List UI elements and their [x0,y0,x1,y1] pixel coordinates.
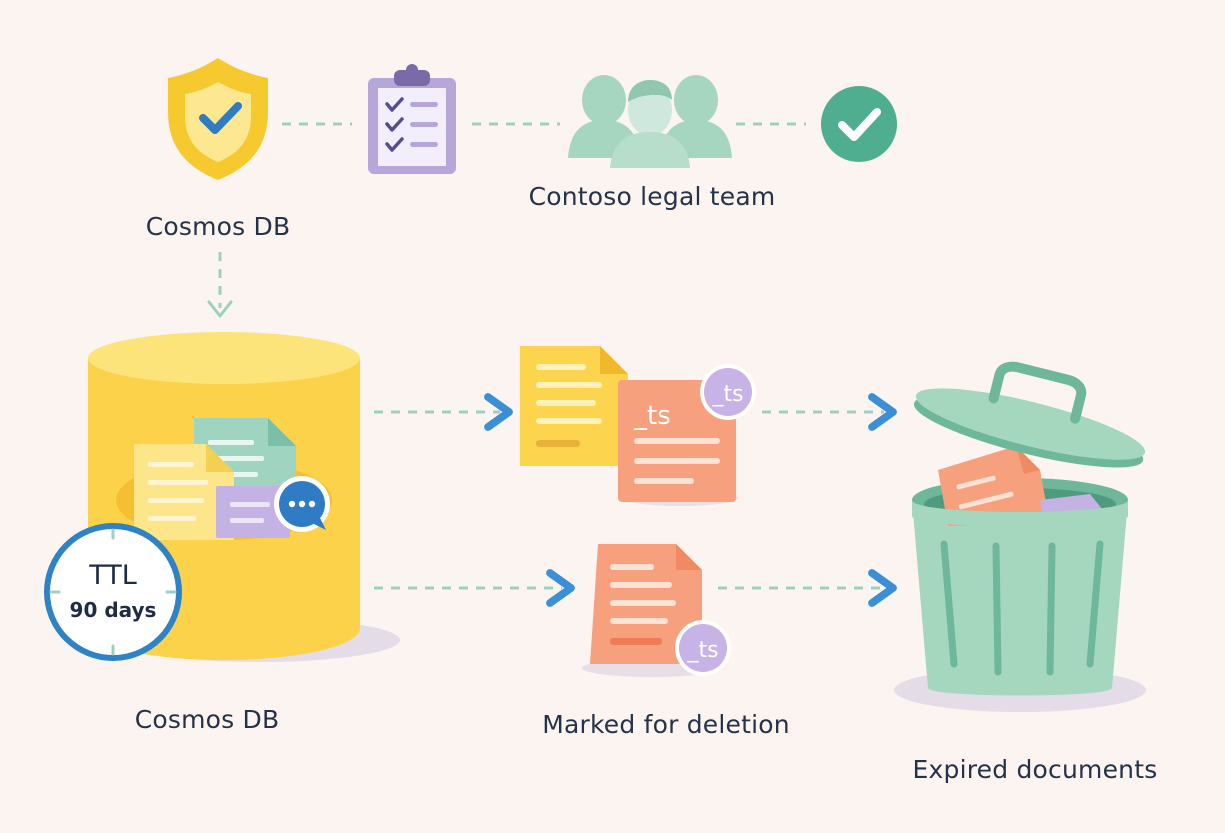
doc-ts-text: _ts [633,401,671,431]
label-top-cosmos-db: Cosmos DB [145,212,291,241]
ts-badge [675,620,731,676]
document-icon [520,346,628,466]
down-arrow-icon [207,300,233,318]
ts-badge-text: _ts [686,638,718,663]
check-circle-icon [821,86,897,162]
ttl-title: TTL [89,560,137,591]
label-expired-documents: Expired documents [912,755,1158,784]
label-marked-for-deletion: Marked for deletion [542,710,790,739]
label-legal-team: Contoso legal team [528,182,776,211]
ts-badge [700,364,756,420]
chat-bubble-icon [274,476,330,532]
document-icon [582,544,722,677]
checklist-icon [368,64,456,174]
document-icon [134,444,234,540]
people-group-icon [568,75,732,168]
shield-check-icon [168,58,268,180]
label-bottom-cosmos-db: Cosmos DB [134,705,280,734]
ts-badge-text: _ts [711,382,743,407]
ttl-clock-badge [44,523,182,661]
ttl-value: 90 days [69,598,157,622]
document-icon [618,380,738,506]
trash-can-icon [894,361,1146,712]
document-icon [216,486,290,538]
